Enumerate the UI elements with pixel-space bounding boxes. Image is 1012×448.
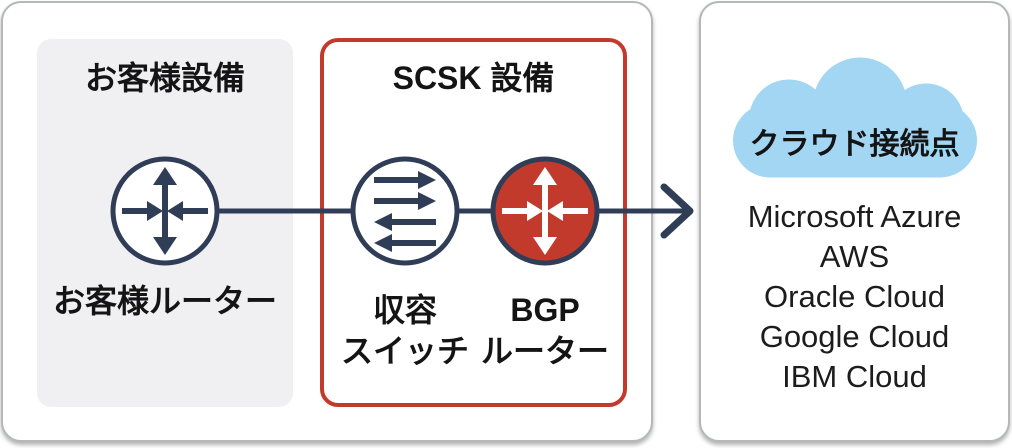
provider-item: Oracle Cloud [764,279,945,314]
cloud-provider-list: Microsoft Azure AWS Oracle Cloud Google … [699,197,1010,397]
provider-item: AWS [819,239,890,274]
provider-item: Microsoft Azure [747,199,962,234]
provider-item: IBM Cloud [782,359,927,394]
scsk-panel-title: SCSK 設備 [392,60,555,96]
customer-panel-title: お客様設備 [84,60,245,96]
switch-label-line1: 収容 [372,292,437,328]
switch-label-line2: スイッチ [340,333,469,369]
cloud-connection-point-label: クラウド接続点 [749,128,960,161]
switch-label: 収容 スイッチ [330,290,480,372]
bgp-router-label: BGP ルーター [470,290,620,372]
bgp-label-line2: ルーター [480,333,609,369]
provider-item: Google Cloud [759,319,950,354]
bgp-router-icon [490,156,600,266]
customer-router-label: お客様ルーター [52,283,277,319]
customer-router-icon [110,156,220,266]
cloud-icon [733,57,977,178]
accommodation-switch-icon [350,156,460,266]
bgp-label-line1: BGP [510,292,580,328]
